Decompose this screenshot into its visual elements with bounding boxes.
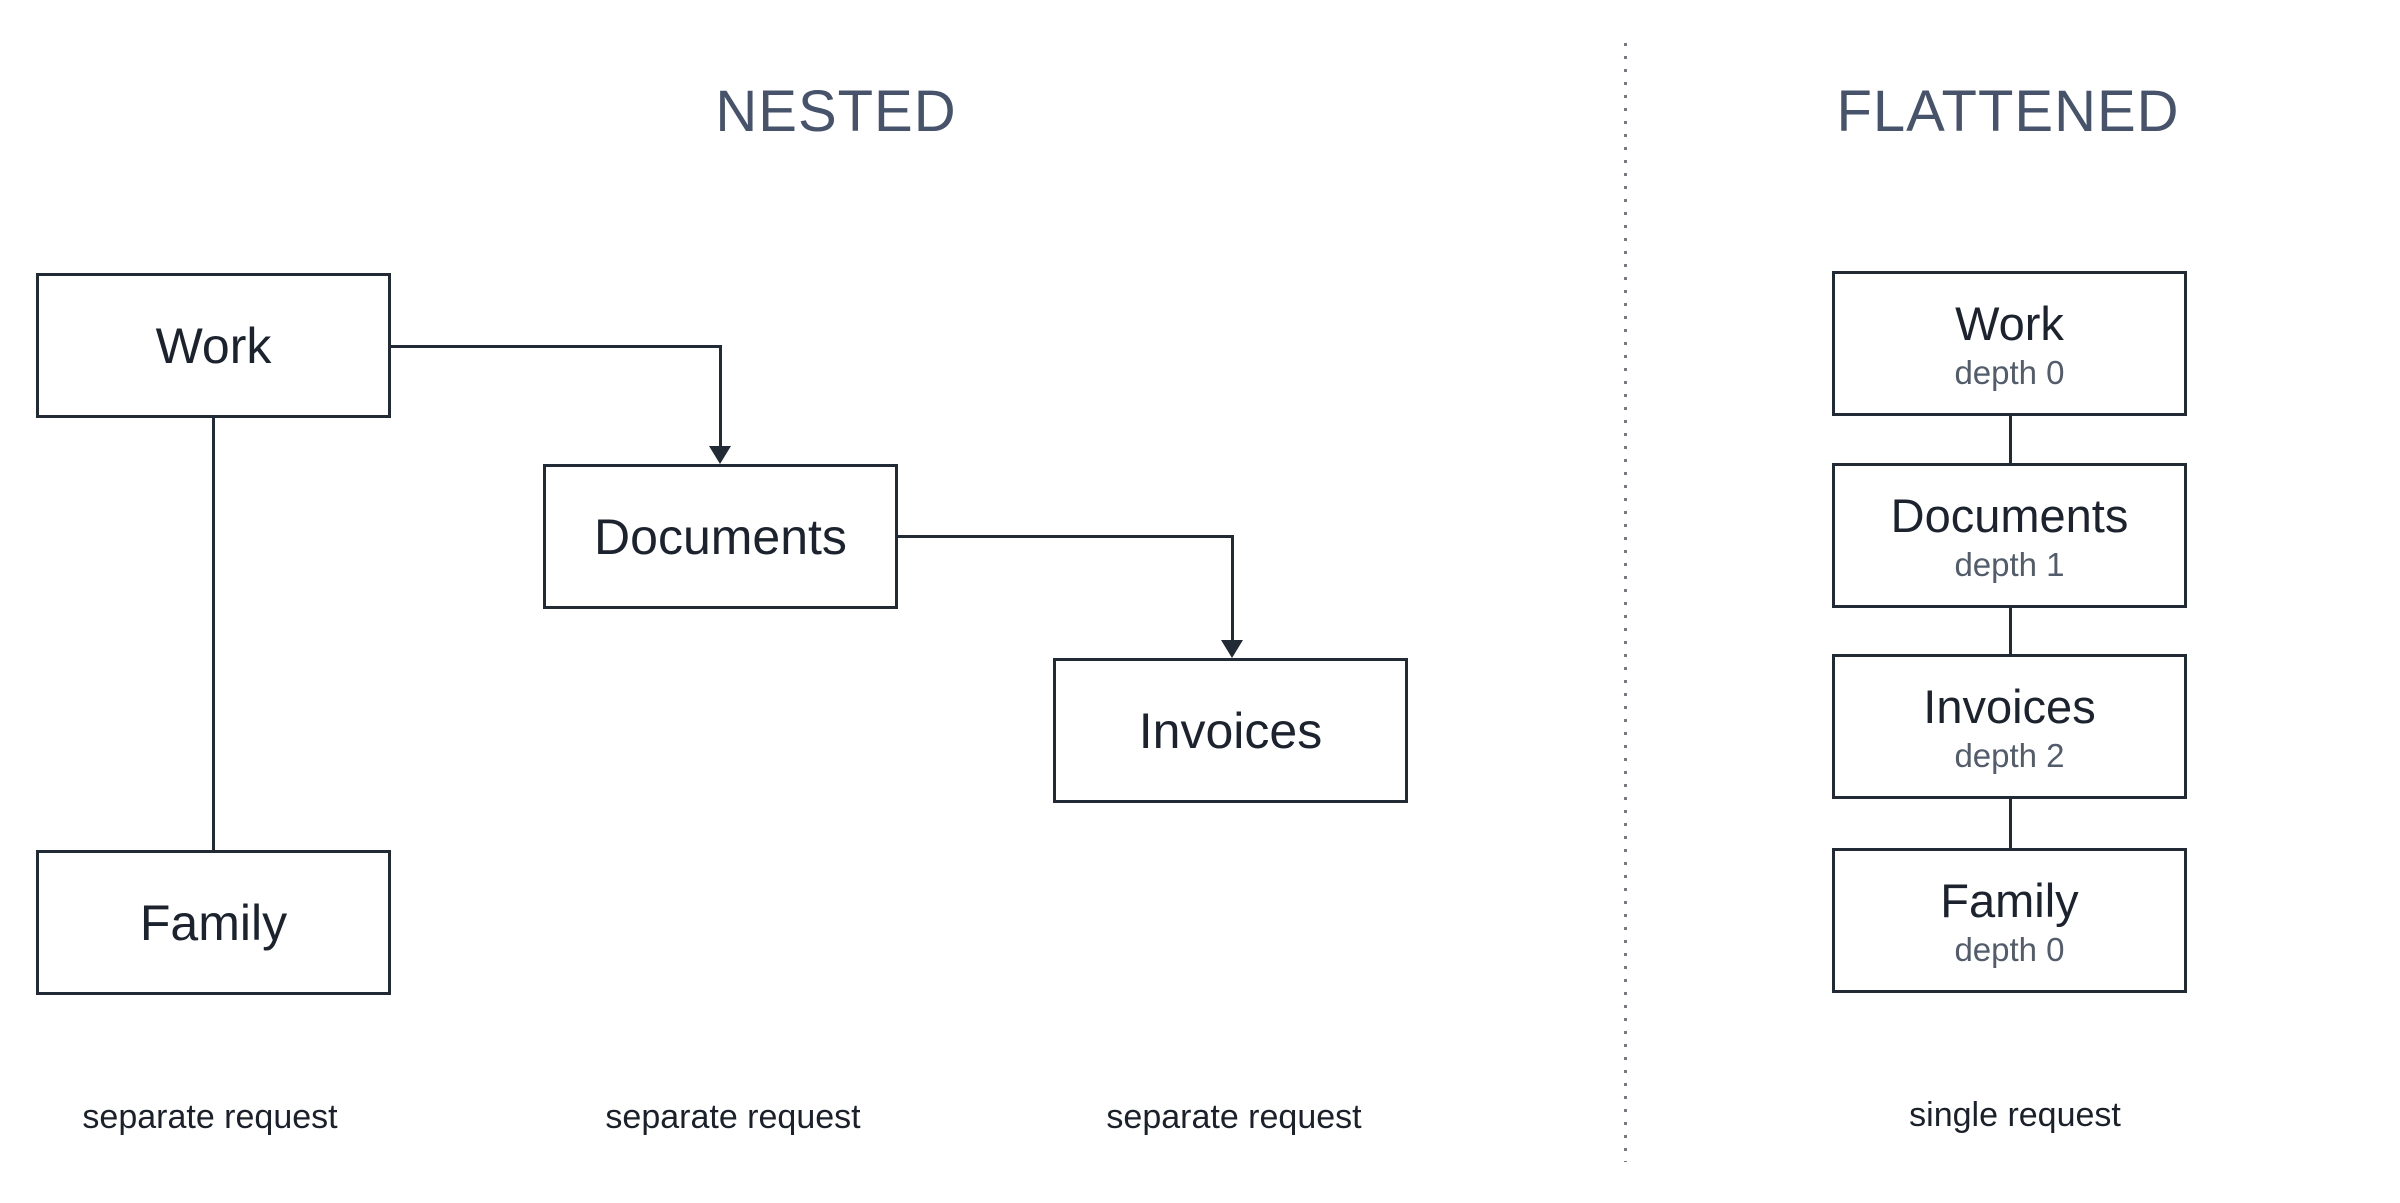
caption-separate-request-1: separate request: [82, 1098, 338, 1136]
edge-work-documents-vline: [719, 345, 722, 449]
edge-documents-invoices-hline: [898, 535, 1233, 538]
flattened-node-documents-depth: depth 1: [1954, 545, 2065, 583]
flattened-section-title: FLATTENED: [1836, 79, 2180, 144]
caption-single-request: single request: [1909, 1096, 2121, 1134]
nested-node-work-label: Work: [155, 317, 272, 374]
nested-node-family-label: Family: [139, 894, 288, 951]
nested-section-title: NESTED: [715, 79, 957, 144]
edge-documents-invoices-vline: [1231, 535, 1234, 641]
edge-work-family-vline: [212, 417, 215, 850]
flattened-node-work-depth: depth 0: [1954, 353, 2065, 391]
nested-node-family: Family: [36, 850, 391, 995]
flat-edge-invoices-family-vline: [2009, 797, 2012, 849]
nested-node-work: Work: [36, 273, 391, 418]
caption-separate-request-2: separate request: [605, 1098, 861, 1136]
flattened-node-family: Family depth 0: [1832, 848, 2187, 993]
edge-work-documents-arrowhead-icon: [709, 446, 731, 464]
panel-separator-dotted-line: [1624, 43, 1627, 1162]
nested-node-documents-label: Documents: [594, 508, 847, 565]
flat-edge-documents-invoices-vline: [2009, 606, 2012, 655]
caption-separate-request-3: separate request: [1106, 1098, 1362, 1136]
nested-node-documents: Documents: [543, 464, 898, 609]
flattened-node-documents: Documents depth 1: [1832, 463, 2187, 608]
flat-edge-work-documents-vline: [2009, 414, 2012, 464]
flattened-node-work-label: Work: [1955, 296, 2064, 350]
flattened-node-invoices-depth: depth 2: [1954, 736, 2065, 774]
flattened-node-documents-label: Documents: [1890, 488, 2129, 542]
nested-node-invoices: Invoices: [1053, 658, 1408, 803]
flattened-node-invoices: Invoices depth 2: [1832, 654, 2187, 799]
edge-documents-invoices-arrowhead-icon: [1221, 640, 1243, 658]
flattened-node-work: Work depth 0: [1832, 271, 2187, 416]
nested-node-invoices-label: Invoices: [1138, 702, 1323, 759]
flattened-node-invoices-label: Invoices: [1923, 679, 2096, 733]
flattened-node-family-label: Family: [1940, 873, 2079, 927]
edge-work-documents-hline: [391, 345, 721, 348]
flattened-node-family-depth: depth 0: [1954, 930, 2065, 968]
